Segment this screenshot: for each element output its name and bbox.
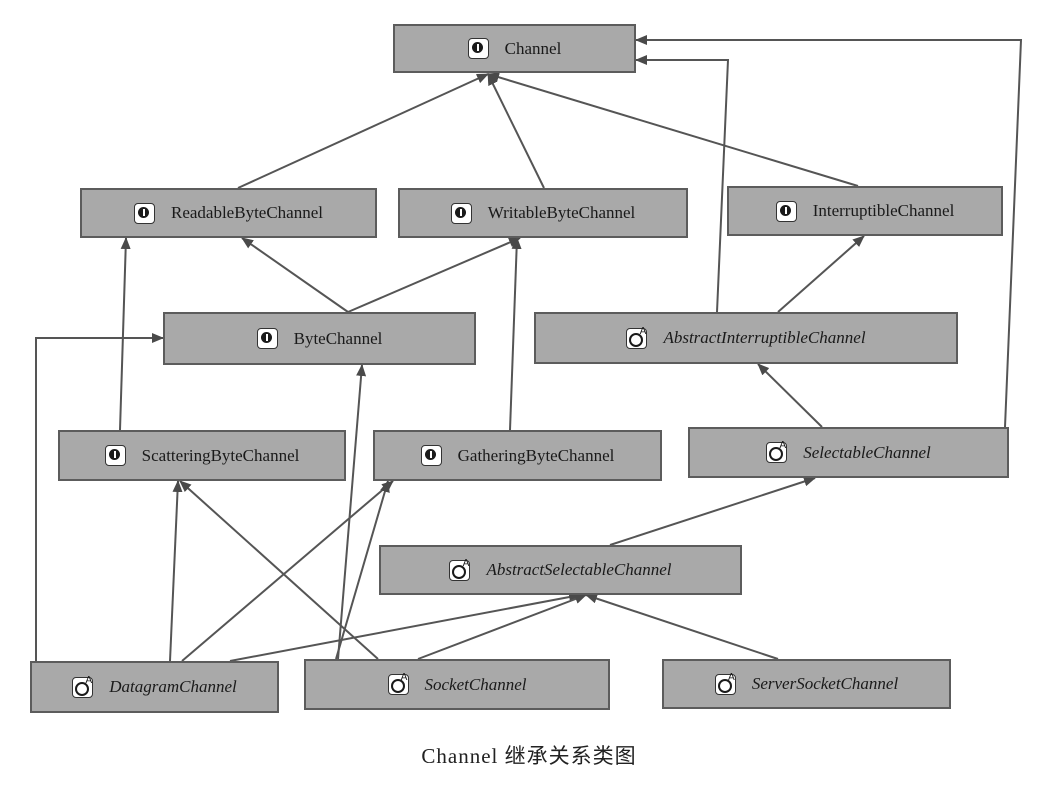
channel-node[interactable]: Channel — [393, 24, 636, 73]
inheritance-arrow-abstract-interruptible-to-interruptible — [777, 235, 865, 313]
datagram-channel-label: DatagramChannel — [109, 677, 237, 696]
interruptible-channel-label: InterruptibleChannel — [812, 201, 955, 220]
inheritance-arrow-scattering-to-readable — [119, 237, 131, 431]
socket-channel-node[interactable]: A SocketChannel — [304, 659, 610, 710]
interface-icon — [133, 202, 155, 224]
interface-icon — [420, 445, 442, 466]
inheritance-arrow-interruptible-to-channel — [487, 72, 859, 187]
inheritance-arrow-byte-to-readable — [241, 237, 349, 313]
abstract-interruptible-channel-node[interactable]: A AbstractInterruptibleChannel — [534, 312, 958, 364]
abstract-class-icon: A — [449, 558, 471, 581]
server-socket-channel-label: ServerSocketChannel — [751, 674, 899, 693]
inheritance-arrow-socket-to-gathering — [335, 480, 390, 660]
interruptible-channel-node[interactable]: InterruptibleChannel — [727, 186, 1003, 236]
interface-icon — [467, 38, 489, 59]
inheritance-arrow-readable-to-channel — [237, 73, 489, 189]
abstract-interruptible-channel-label: AbstractInterruptibleChannel — [663, 328, 866, 347]
interface-icon — [256, 328, 278, 349]
inheritance-arrow-datagram-to-abstract-selectable — [229, 592, 581, 662]
abstract-selectable-channel-node[interactable]: A AbstractSelectableChannel — [379, 545, 742, 595]
interface-icon — [450, 202, 472, 224]
inheritance-arrow-abstract-selectable-to-selectable — [609, 476, 816, 546]
abstract-class-icon: A — [626, 326, 648, 349]
abstract-class-icon: A — [387, 672, 409, 695]
scattering-byte-channel-node[interactable]: ScatteringByteChannel — [58, 430, 346, 481]
selectable-channel-node[interactable]: A SelectableChannel — [688, 427, 1009, 478]
gathering-byte-channel-node[interactable]: GatheringByteChannel — [373, 430, 662, 481]
inheritance-arrow-socket-to-abstract-selectable — [417, 594, 587, 660]
writable-byte-channel-node[interactable]: WritableByteChannel — [398, 188, 688, 238]
scattering-byte-channel-label: ScatteringByteChannel — [141, 445, 300, 465]
inheritance-arrow-abstract-interruptible-to-channel — [635, 55, 730, 313]
inheritance-arrow-datagram-to-byte — [35, 333, 164, 661]
abstract-class-icon: A — [72, 675, 94, 698]
abstract-class-icon: A — [766, 440, 788, 463]
abstract-class-icon: A — [714, 672, 736, 695]
selectable-channel-label: SelectableChannel — [803, 442, 931, 462]
channel-label: Channel — [504, 38, 562, 58]
inheritance-arrow-socket-to-scattering — [179, 480, 379, 660]
readable-byte-channel-label: ReadableByteChannel — [170, 203, 323, 222]
inheritance-arrow-server-socket-to-abstract-selectable — [585, 593, 779, 660]
inheritance-arrow-writable-to-channel — [487, 73, 545, 189]
server-socket-channel-node[interactable]: A ServerSocketChannel — [662, 659, 951, 709]
diagram-caption: Channel 继承关系类图 — [421, 744, 637, 768]
inheritance-arrow-byte-to-writable — [347, 237, 521, 313]
inheritance-arrow-selectable-to-abstract-interruptible — [757, 363, 823, 428]
inheritance-arrow-socket-to-byte — [337, 364, 367, 660]
inheritance-arrow-datagram-to-scattering — [169, 480, 183, 662]
interface-icon — [104, 445, 126, 466]
byte-channel-node[interactable]: ByteChannel — [163, 312, 476, 365]
edges — [35, 35, 1023, 662]
writable-byte-channel-label: WritableByteChannel — [487, 203, 636, 222]
gathering-byte-channel-label: GatheringByteChannel — [457, 445, 615, 465]
socket-channel-label: SocketChannel — [424, 674, 527, 694]
datagram-channel-node[interactable]: A DatagramChannel — [30, 661, 279, 713]
inheritance-arrow-selectable-to-channel — [635, 35, 1023, 428]
abstract-selectable-channel-label: AbstractSelectableChannel — [486, 560, 672, 579]
readable-byte-channel-node[interactable]: ReadableByteChannel — [80, 188, 377, 238]
inheritance-arrow-gathering-to-writable — [509, 237, 522, 431]
inheritance-arrow-datagram-to-gathering — [181, 480, 394, 662]
byte-channel-label: ByteChannel — [293, 328, 383, 348]
interface-icon — [775, 200, 797, 222]
